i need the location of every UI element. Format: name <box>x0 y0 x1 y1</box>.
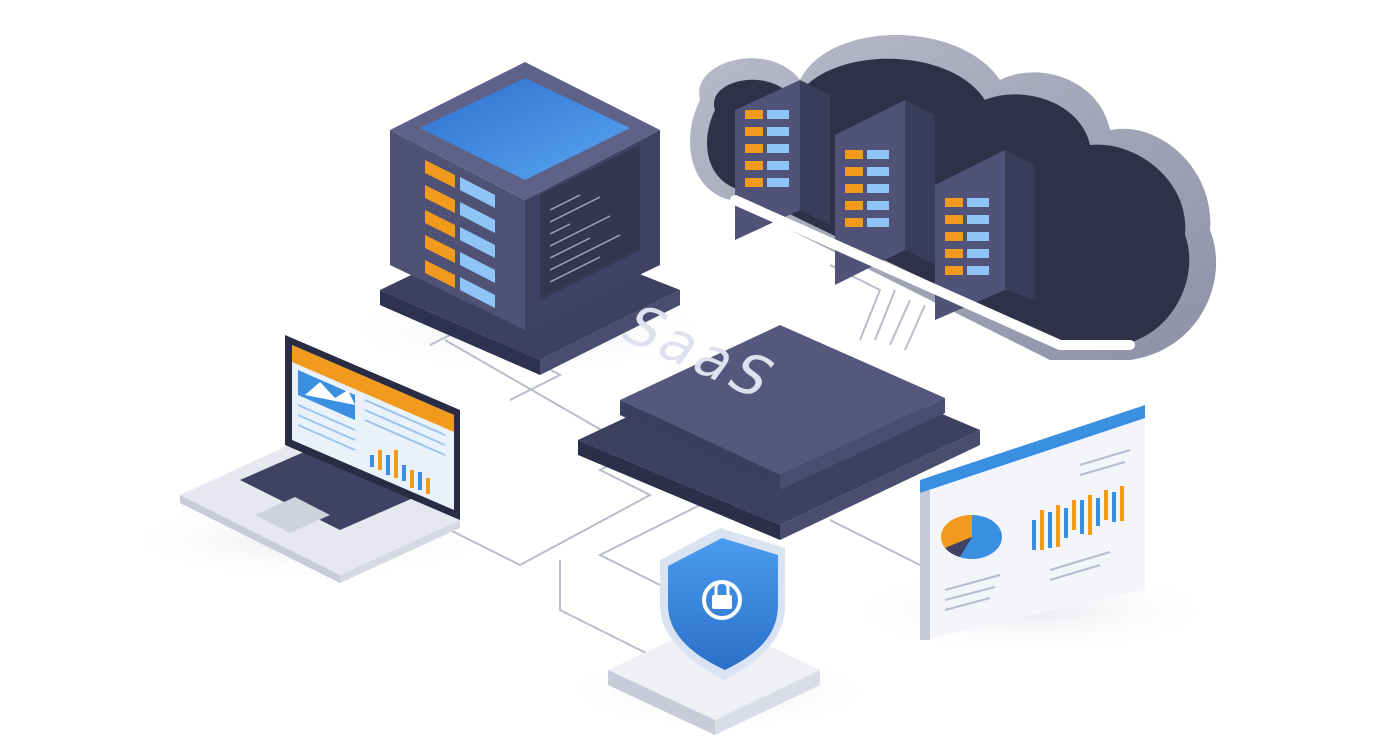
dashboard-window-icon <box>920 405 1145 640</box>
server-rack-icon <box>380 62 680 375</box>
shield-lock-icon <box>608 528 820 735</box>
chip-icon: SaaS <box>578 294 980 540</box>
cloud-servers <box>735 80 1035 320</box>
laptop-icon <box>180 335 460 583</box>
cloud-icon <box>690 35 1217 360</box>
drive-bays <box>425 160 495 308</box>
